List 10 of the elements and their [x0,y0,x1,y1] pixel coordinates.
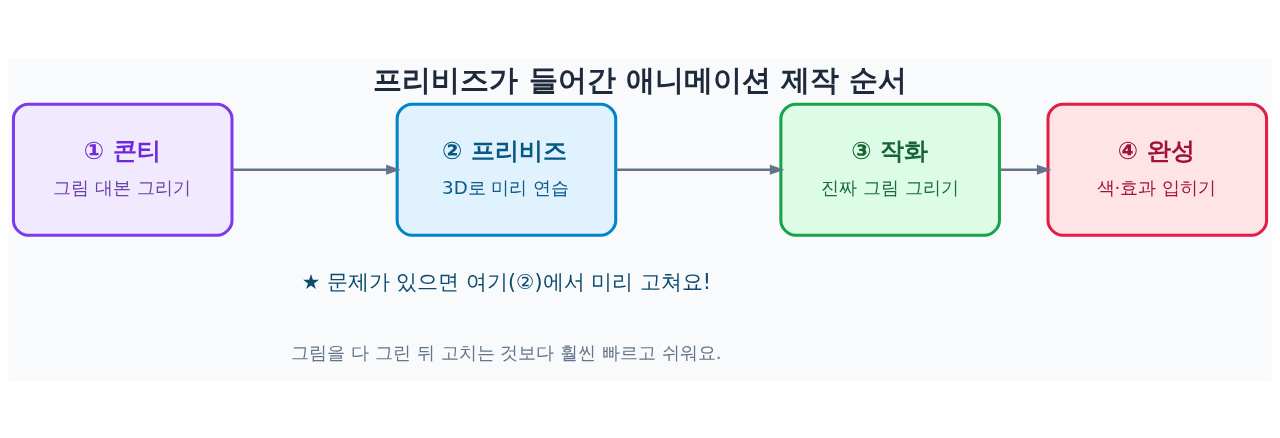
node-box: ③ 작화 진짜 그림 그리기 [779,102,1001,237]
label: 그림을 다 그린 뒤 고치는 것보다 훨씬 빠르고 쉬워요. [291,341,722,363]
arrow [232,164,401,175]
arrow [999,164,1052,175]
label: ★ 문제가 있으면 여기(②)에서 미리 고쳐요! [301,269,711,294]
node-box: ④ 완성 색·효과 입히기 [1046,102,1269,237]
node-box: ① 콘티 그림 대본 그리기 [11,102,234,237]
arrow [615,164,785,175]
diagram-title: 프리비즈가 들어간 애니메이션 제작 순서 [373,62,908,97]
node-box: ② 프리비즈 3D로 미리 연습 [395,102,618,237]
